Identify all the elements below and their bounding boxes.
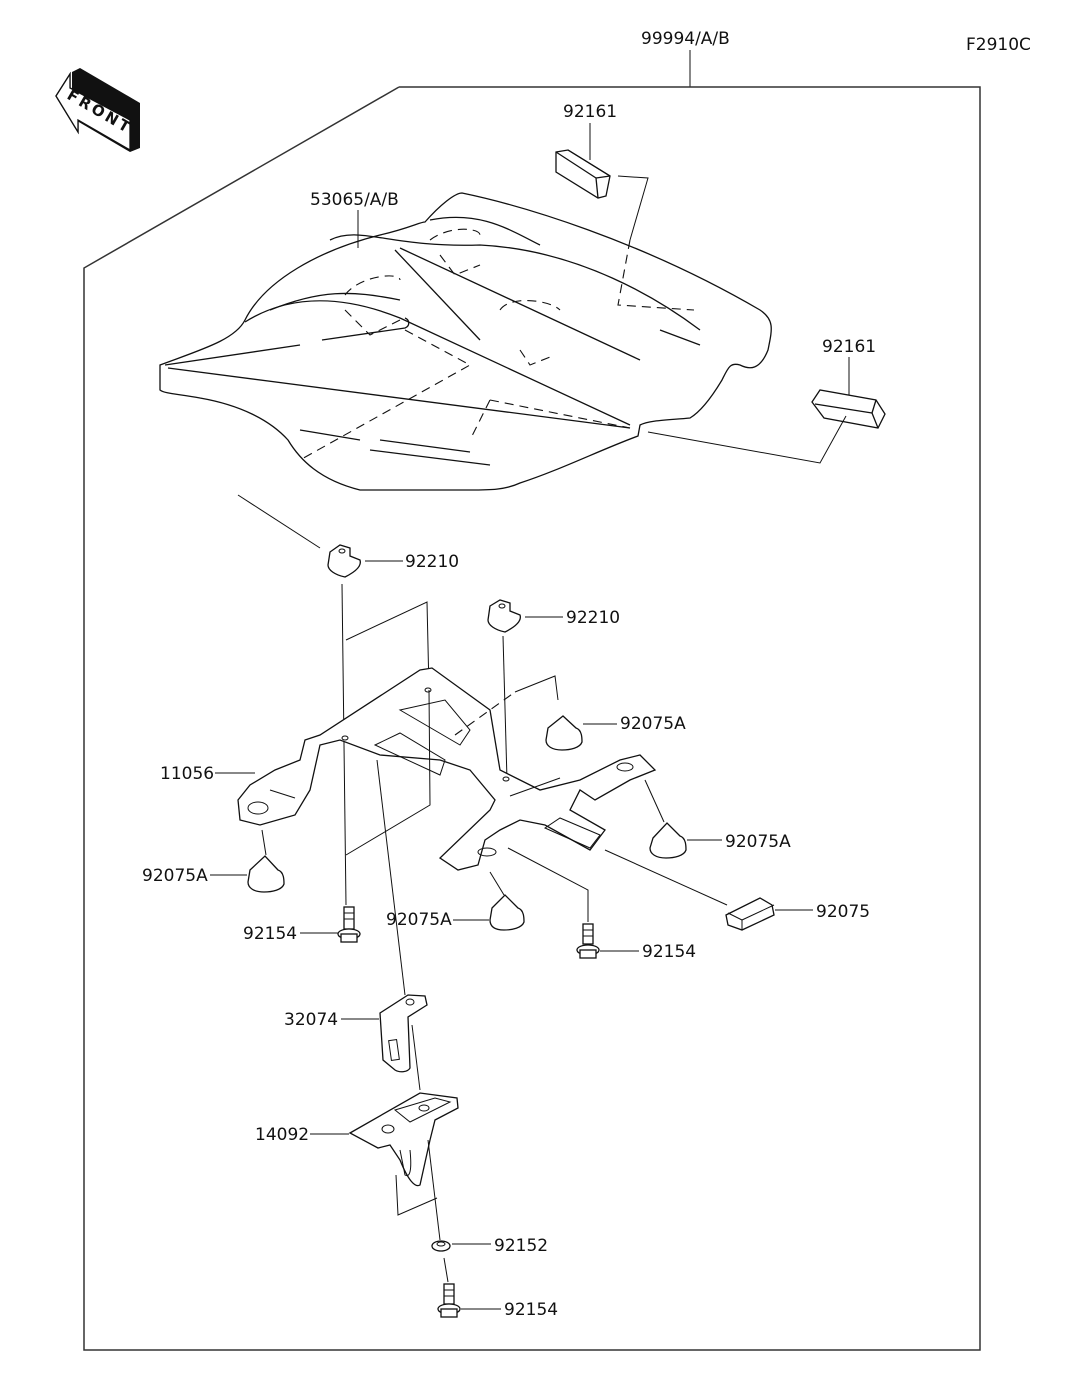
pad-right[interactable]: 92161 xyxy=(647,337,886,464)
damper-2[interactable]: 92075A xyxy=(142,829,285,893)
part-label-92161-top: 92161 xyxy=(563,102,617,122)
part-label-92075A-3: 92075A xyxy=(386,910,452,930)
clip-nut-2[interactable]: 92210 xyxy=(487,599,620,781)
part-label-53065: 53065/A/B xyxy=(310,190,399,210)
part-label-92210-1: 92210 xyxy=(405,552,459,572)
holder[interactable]: 14092 xyxy=(255,1092,459,1241)
part-label-92075: 92075 xyxy=(816,902,870,922)
bolt-2[interactable]: 92154 xyxy=(507,847,696,962)
part-label-92210-2: 92210 xyxy=(566,608,620,628)
assembly-label: 99994/A/B xyxy=(641,29,730,49)
figure-code: F2910C xyxy=(966,35,1031,55)
clip-nut-1[interactable]: 92210 xyxy=(237,494,459,906)
pad-top[interactable]: 92161 xyxy=(555,102,695,311)
part-label-92075A-4: 92075A xyxy=(725,832,791,852)
part-label-92154-3: 92154 xyxy=(504,1300,558,1320)
front-arrow-icon: FRONT xyxy=(55,68,140,152)
damper-4[interactable]: 92075A xyxy=(644,779,791,859)
bolt-3[interactable]: 92154 xyxy=(437,1283,558,1320)
bolt-1[interactable]: 92154 xyxy=(243,906,361,944)
part-label-92075A-1: 92075A xyxy=(620,714,686,734)
damper-block[interactable]: 92075 xyxy=(604,849,870,931)
part-label-92075A-2: 92075A xyxy=(142,866,208,886)
part-label-92154-2: 92154 xyxy=(642,942,696,962)
assembly-frame xyxy=(83,86,981,1351)
washer[interactable]: 92152 xyxy=(431,1236,548,1283)
seat-cover[interactable]: 53065/A/B xyxy=(159,190,772,491)
stay[interactable]: 32074 xyxy=(284,994,428,1091)
damper-3[interactable]: 92075A xyxy=(386,871,525,931)
part-label-92154-1: 92154 xyxy=(243,924,297,944)
bracket[interactable]: 11056 xyxy=(160,667,657,996)
damper-1[interactable]: 92075A xyxy=(545,714,686,751)
part-label-32074: 32074 xyxy=(284,1010,338,1030)
part-label-92161-right: 92161 xyxy=(822,337,876,357)
part-label-11056: 11056 xyxy=(160,764,214,784)
part-label-14092: 14092 xyxy=(255,1125,309,1145)
part-label-92152: 92152 xyxy=(494,1236,548,1256)
